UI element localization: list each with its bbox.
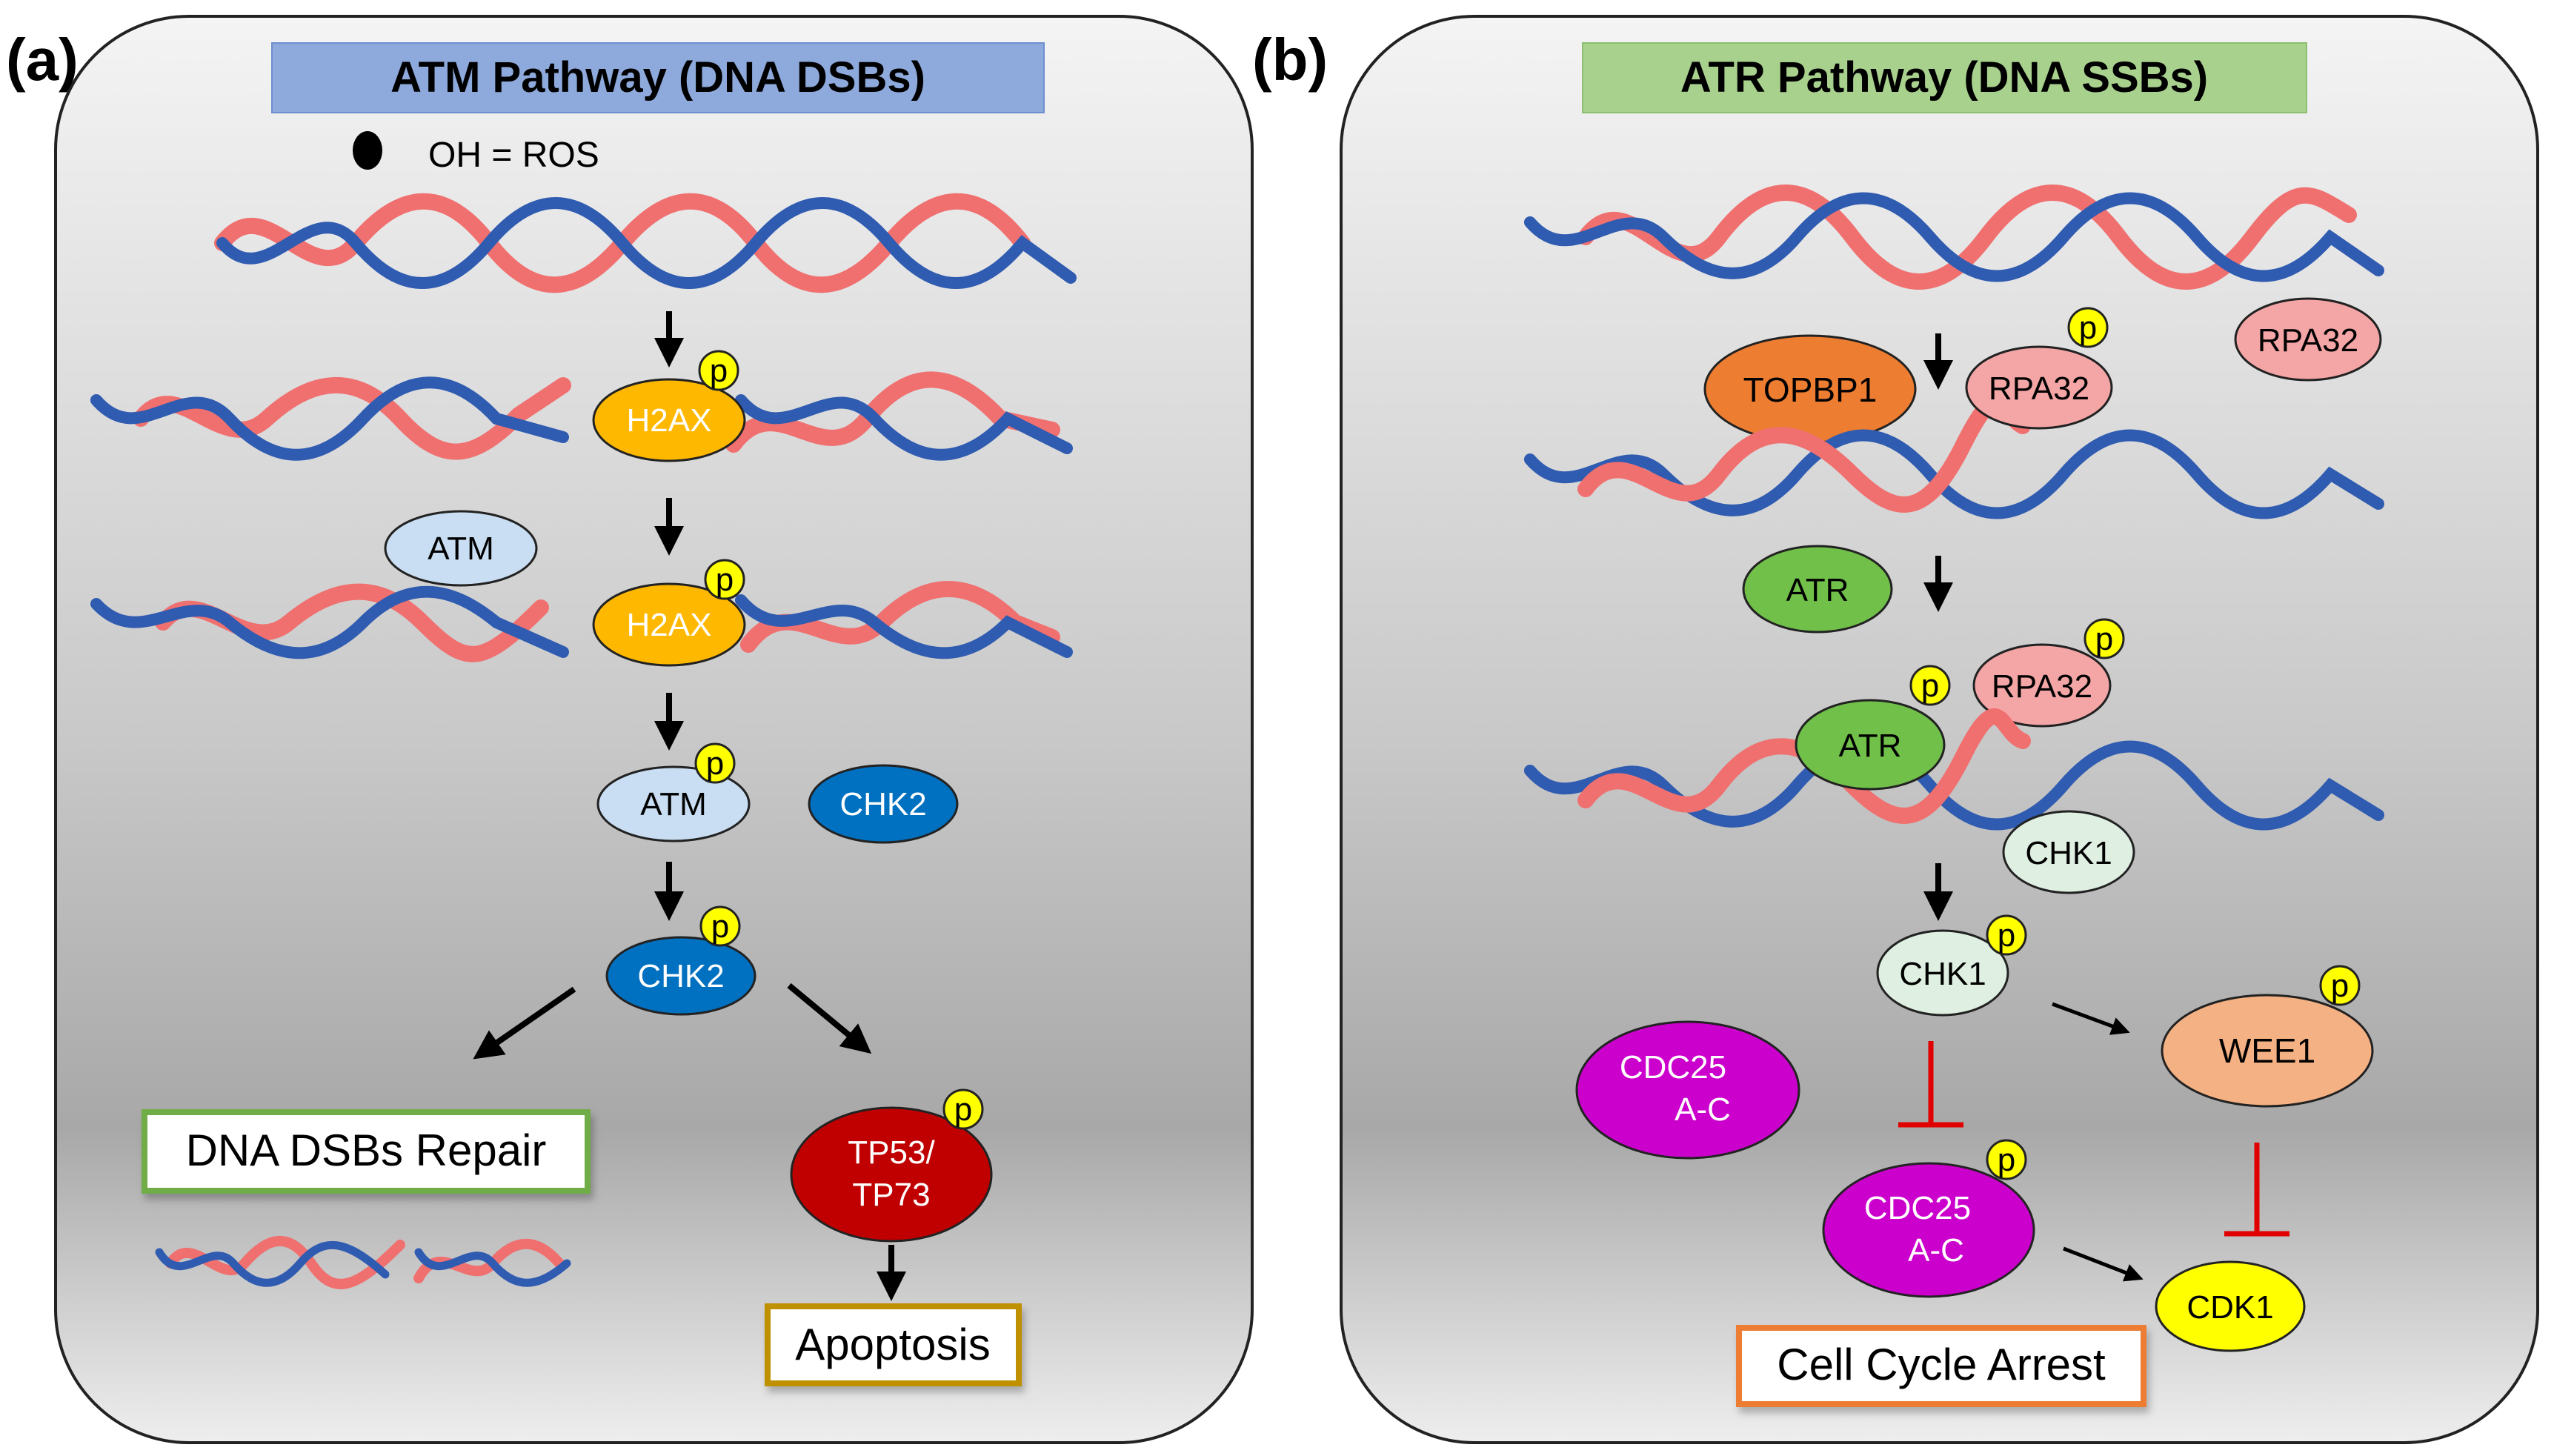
inhibition-bar-icon <box>1898 1041 1963 1128</box>
activation-arrow-icon <box>787 983 872 1054</box>
rpa32-phospho-node <box>1965 345 2113 430</box>
dna-helix-icon <box>1524 185 2384 290</box>
phospho-badge-icon <box>704 559 745 600</box>
phospho-label: p <box>716 562 734 598</box>
activation-arrow-icon <box>473 986 576 1060</box>
phospho-label: p <box>954 1091 972 1128</box>
cdc25-sublabel: A-C <box>1908 1232 1964 1269</box>
chk1-label: CHK1 <box>1899 956 1986 992</box>
phospho-badge-icon <box>699 905 741 947</box>
atr-free-label: ATR <box>1786 572 1849 608</box>
activation-arrow-icon <box>2052 1002 2130 1035</box>
atm-label: ATM <box>640 786 707 822</box>
panel-a-title-box <box>271 42 1045 113</box>
h2ax-node <box>592 582 746 667</box>
inhibition-bar-icon <box>2224 1143 2289 1237</box>
chk1-free-node <box>2002 810 2135 894</box>
wee1-label: WEE1 <box>2219 1031 2315 1070</box>
phospho-label: p <box>1998 917 2015 954</box>
panel-b-title-box <box>1582 42 2307 113</box>
cdk1-node <box>2155 1260 2306 1352</box>
tp53-label: TP53/ <box>848 1134 935 1171</box>
apoptosis-label: Apoptosis <box>795 1320 991 1369</box>
cdc25-free-node <box>1575 1020 1800 1160</box>
phospho-badge-icon <box>698 350 739 391</box>
h2ax-label: H2AX <box>627 402 712 439</box>
dna-helix-icon <box>90 581 1073 662</box>
phospho-label: p <box>1998 1142 2015 1178</box>
dna-helix-icon <box>155 1236 571 1289</box>
cdc25-free-sublabel: A-C <box>1675 1091 1731 1128</box>
phospho-label: p <box>2331 968 2349 1004</box>
rpa32-label: RPA32 <box>1992 668 2092 705</box>
panel-a-title: ATM Pathway (DNA DSBs) <box>390 53 925 102</box>
phospho-label: p <box>2079 310 2097 346</box>
tp73-label: TP73 <box>852 1177 930 1213</box>
tp53-tp73-node <box>790 1106 993 1243</box>
activation-arrow-icon <box>2063 1246 2144 1282</box>
phospho-label: p <box>2095 621 2113 657</box>
dna-helix-icon <box>90 371 1073 461</box>
dna-dsbs-repair-box <box>142 1109 591 1194</box>
chk2-free-label: CHK2 <box>839 786 926 822</box>
h2ax-node <box>592 378 746 462</box>
phospho-label: p <box>706 745 724 782</box>
chk1-phospho-node <box>1876 929 2009 1017</box>
phospho-badge-icon <box>1986 1139 2027 1180</box>
dna-dsbs-repair-label: DNA DSBs Repair <box>186 1126 547 1175</box>
phospho-badge-icon <box>694 742 736 784</box>
panel-a: (a) ATM Pathway (DNA DSBs) OH = ROS H2AX… <box>6 15 1254 1444</box>
rpa32-label: RPA32 <box>1989 370 2089 407</box>
apoptosis-box <box>765 1303 1022 1386</box>
dna-helix-icon <box>214 193 1077 293</box>
chk1-free-label: CHK1 <box>2025 835 2112 871</box>
cell-cycle-arrest-box <box>1736 1325 2146 1407</box>
ros-dot-icon <box>353 131 382 170</box>
cdc25-free-label: CDC25 <box>1620 1049 1726 1086</box>
rpa32-free-node <box>2234 297 2382 382</box>
cdc25-label: CDC25 <box>1864 1190 1971 1226</box>
cdk1-label: CDK1 <box>2186 1289 2273 1326</box>
phospho-label: p <box>711 908 729 945</box>
panel-b-title: ATR Pathway (DNA SSBs) <box>1680 53 2208 102</box>
atr-label: ATR <box>1839 728 1902 764</box>
cell-cycle-arrest-label: Cell Cycle Arrest <box>1777 1340 2106 1389</box>
phospho-badge-icon <box>1909 665 1951 706</box>
chk2-label: CHK2 <box>637 958 724 994</box>
atr-phospho-node <box>1795 699 1946 791</box>
cdc25-phospho-node <box>1822 1162 2035 1298</box>
atr-free-node <box>1742 545 1893 634</box>
chk2-free-node <box>808 764 959 844</box>
atm-free-node <box>384 510 538 587</box>
wee1-node <box>2161 994 2374 1108</box>
atm-phospho-node <box>596 765 751 842</box>
panel-a-letter: (a) <box>6 27 79 93</box>
ros-legend: OH = ROS <box>428 136 599 175</box>
rpa32-phospho-node <box>1972 643 2112 728</box>
panel-b-letter: (b) <box>1252 27 1328 93</box>
phospho-badge-icon <box>2084 618 2125 659</box>
topbp1-label: TOPBP1 <box>1743 370 1878 409</box>
phospho-badge-icon <box>2067 307 2109 348</box>
phospho-label: p <box>710 353 728 389</box>
phospho-label: p <box>1921 668 1939 704</box>
phospho-badge-icon <box>2319 965 2361 1006</box>
panel-b: (b) ATR Pathway (DNA SSBs) RPA32 TOPBP1 … <box>1252 15 2539 1444</box>
phospho-badge-icon <box>1986 914 2027 956</box>
atm-free-label: ATM <box>428 531 494 567</box>
rpa32-free-label: RPA32 <box>2258 322 2358 359</box>
phospho-badge-icon <box>942 1088 984 1130</box>
h2ax-label: H2AX <box>627 607 712 643</box>
chk2-phospho-node <box>605 936 756 1016</box>
